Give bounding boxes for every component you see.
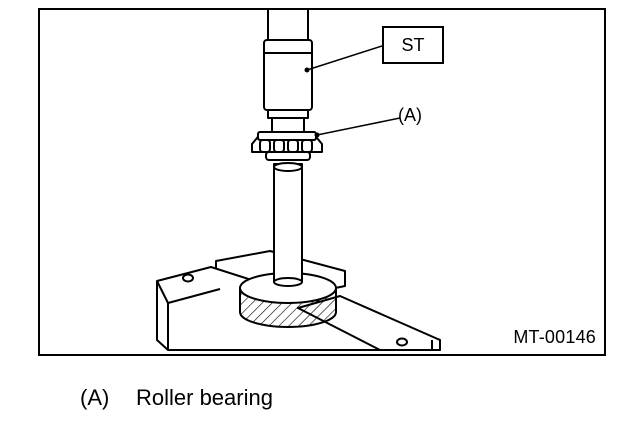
bolt-hole: [182, 273, 194, 283]
shaft: [273, 163, 303, 283]
special-tool: [263, 10, 313, 133]
legend-text: Roller bearing: [136, 385, 273, 410]
callout-a: (A): [398, 105, 422, 125]
legend-key: (A): [80, 385, 110, 410]
figure-id: MT-00146: [513, 327, 596, 347]
legend: (A) Roller bearing: [80, 385, 273, 411]
callout-st-label: ST: [401, 34, 425, 55]
bolt-hole: [396, 337, 408, 347]
press-diagram: [156, 10, 441, 351]
figure-frame: ST (A) MT-00146: [38, 8, 606, 356]
callout-st: ST: [382, 26, 444, 64]
roller-bearing: [251, 131, 323, 161]
